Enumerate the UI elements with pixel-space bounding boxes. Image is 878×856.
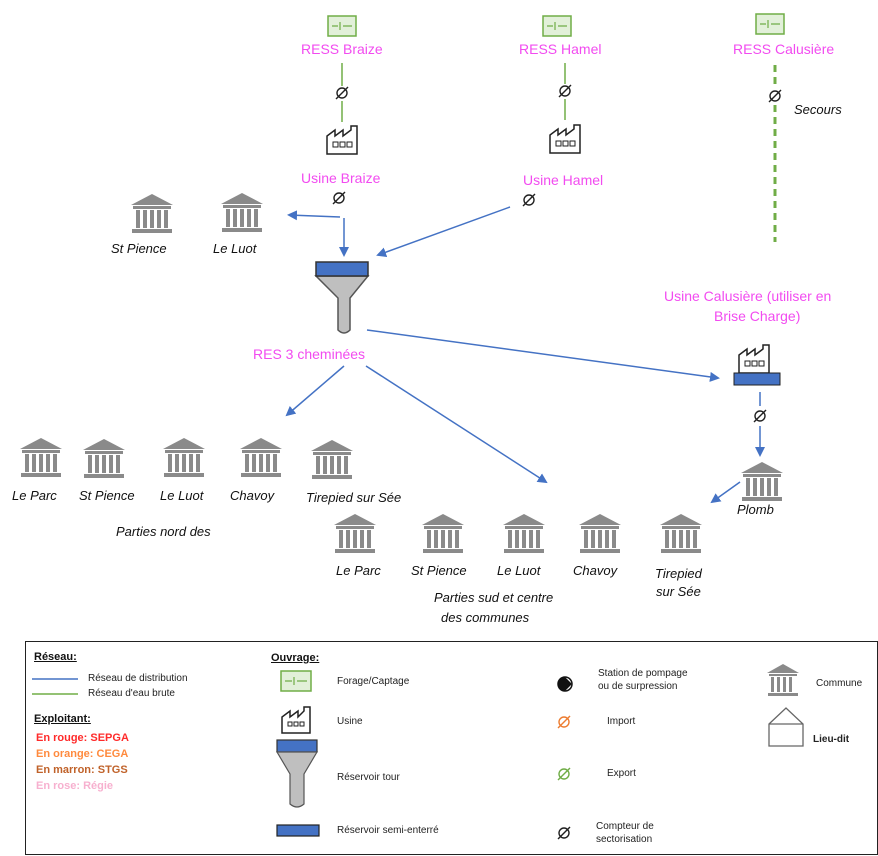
ress-hamel-label: RESS Hamel <box>519 41 602 57</box>
usine-hamel-meter-icon <box>522 193 536 207</box>
legend-reseau-title: Réseau: <box>34 651 77 663</box>
commune-icon <box>20 438 62 477</box>
commune-icon <box>334 514 376 553</box>
commune-label: St Pience <box>79 488 135 503</box>
ress-braize-forage-icon <box>327 15 357 37</box>
plomb-commune-icon <box>741 462 783 501</box>
ress-braize-label: RESS Braize <box>301 41 383 57</box>
commune-label: St Pience <box>111 241 167 256</box>
secours-label: Secours <box>794 102 842 117</box>
commune-icon <box>221 193 263 232</box>
braize-meter-icon <box>335 86 349 100</box>
commune-icon <box>311 440 353 479</box>
commune-label: sur Sée <box>656 584 701 599</box>
calusiere-meter-icon <box>768 89 782 103</box>
commune-icon <box>131 194 173 233</box>
legend-ouvrage-title: Ouvrage: <box>271 652 320 664</box>
commune-icon <box>163 438 205 477</box>
commune-label: Chavoy <box>573 563 618 578</box>
legend-station-2: ou de surpression <box>598 681 678 692</box>
legend-exploitant-sepga: En rouge: SEPGA <box>36 732 129 744</box>
ress-hamel-forage-icon <box>542 15 572 37</box>
usine-calusiere-label-2: Brise Charge) <box>714 308 801 324</box>
usine-braize-icon <box>326 125 358 155</box>
commune-icon <box>503 514 545 553</box>
commune-icon <box>660 514 702 553</box>
legend-distribution: Réseau de distribution <box>88 673 188 684</box>
hamel-meter-icon <box>558 84 572 98</box>
reservoir-to-north-arrow <box>285 365 345 417</box>
reservoir-tour-icon <box>314 261 370 334</box>
legend-forage: Forage/Captage <box>337 676 410 687</box>
commune-label: Le Luot <box>497 563 541 578</box>
commune-icon <box>422 514 464 553</box>
res-3-cheminees-label: RES 3 cheminées <box>253 346 366 362</box>
ress-calusiere-forage-icon <box>755 13 785 35</box>
ress-calusiere-label: RESS Calusière <box>733 41 835 57</box>
legend-compteur-1: Compteur de <box>596 821 654 832</box>
commune-icon <box>579 514 621 553</box>
braize-to-le-luot-arrow <box>287 210 341 221</box>
plomb-to-south-arrow <box>710 481 741 504</box>
usine-calusiere-label-1: Usine Calusière (utiliser en <box>664 288 832 304</box>
usine-hamel-icon <box>549 124 581 154</box>
reservoir-to-calusiere-arrow <box>366 329 720 382</box>
legend-usine: Usine <box>337 716 363 727</box>
north-caption: Parties nord des <box>116 524 211 539</box>
commune-label: Chavoy <box>230 488 275 503</box>
legend-exploitant-regie: En rose: Régie <box>36 780 114 792</box>
legend-exploitant-stgs: En marron: STGS <box>36 764 128 776</box>
usine-calusiere-icon <box>733 344 781 386</box>
commune-icon <box>83 439 125 478</box>
plomb-label: Plomb <box>737 502 774 517</box>
commune-label: Le Luot <box>213 241 257 256</box>
legend-export: Export <box>607 768 636 779</box>
commune-label: Tirepied <box>655 566 702 581</box>
legend-compteur-2: sectorisation <box>596 834 653 845</box>
diagram-canvas <box>20 13 785 553</box>
south-caption-1: Parties sud et centre <box>434 590 554 605</box>
usine-braize-meter-icon <box>332 191 346 205</box>
commune-label: Le Parc <box>12 488 57 503</box>
commune-label: Le Parc <box>336 563 381 578</box>
legend-box: Réseau: Réseau de distribution Réseau d'… <box>25 641 878 855</box>
legend-lieu-dit: Lieu-dit <box>813 734 850 745</box>
legend-reservoir-semi: Réservoir semi-enterré <box>337 825 439 836</box>
usine-braize-label: Usine Braize <box>301 170 381 186</box>
commune-label: St Pience <box>411 563 467 578</box>
legend-exploitant-title: Exploitant: <box>34 713 91 725</box>
commune-icon <box>240 438 282 477</box>
hamel-to-reservoir-arrow <box>376 206 511 257</box>
legend-import: Import <box>607 716 636 727</box>
reservoir-to-south-arrow <box>365 365 548 484</box>
legend-exploitant-cega: En orange: CEGA <box>36 748 129 760</box>
usine-hamel-label: Usine Hamel <box>523 172 604 188</box>
legend-symbols <box>32 664 804 840</box>
commune-label: Tirepied sur Sée <box>306 490 402 505</box>
legend-commune: Commune <box>816 678 863 689</box>
south-caption-2: des communes <box>441 610 530 625</box>
legend-eau-brute: Réseau d'eau brute <box>88 688 175 699</box>
calusiere-outlet-meter-icon <box>753 409 767 423</box>
commune-label: Le Luot <box>160 488 204 503</box>
legend-reservoir-tour: Réservoir tour <box>337 772 400 783</box>
legend-station-1: Station de pompage <box>598 668 688 679</box>
